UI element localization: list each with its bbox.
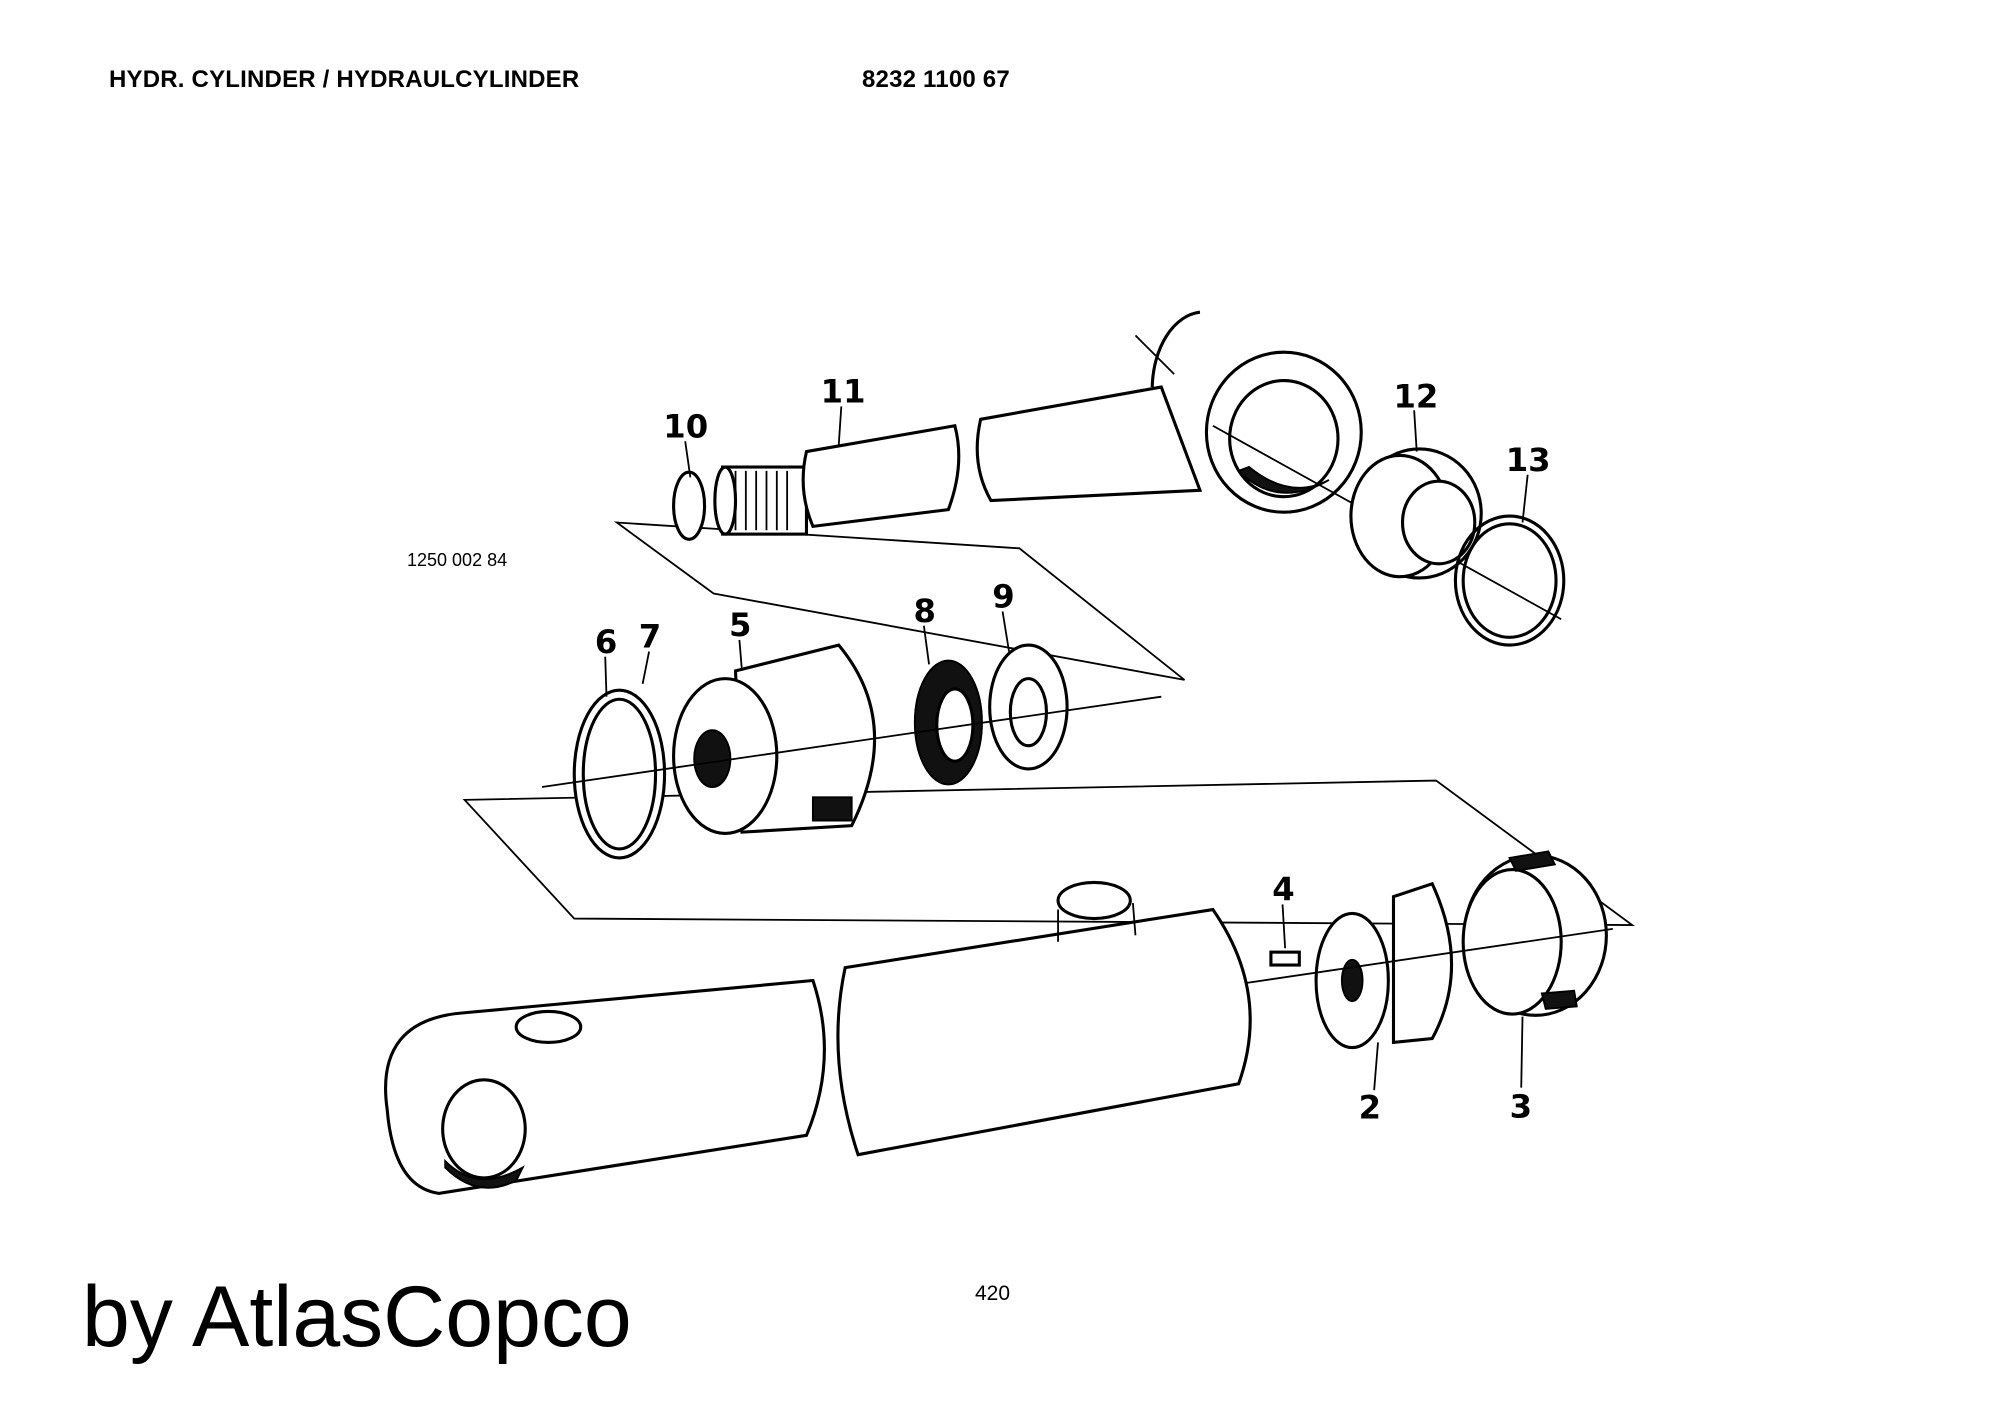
page-title: HYDR. CYLINDER / HYDRAULCYLINDER [109, 66, 580, 93]
screw-4 [1269, 950, 1301, 967]
plane-rod [613, 521, 1186, 681]
piston-5 [672, 643, 877, 835]
washer-9 [988, 643, 1069, 771]
callout-2: 2 [1359, 1089, 1381, 1127]
callout-7: 7 [639, 618, 661, 656]
cylinder-barrel [384, 880, 1252, 1195]
callout-3: 3 [1510, 1087, 1532, 1125]
end-cap-2 [1314, 881, 1453, 1050]
callout-6: 6 [595, 623, 617, 661]
piston-rod [672, 310, 1562, 621]
callout-13: 13 [1506, 441, 1551, 479]
part-number: 8232 1100 67 [862, 66, 1010, 93]
circlip-13 [1453, 514, 1566, 647]
callout-11: 11 [821, 373, 866, 411]
seal-8 [913, 659, 983, 786]
guide-ring-3 [1461, 850, 1608, 1017]
brand-footer: by AtlasCopco [82, 1269, 632, 1365]
callout-4: 4 [1272, 871, 1294, 909]
callout-10: 10 [663, 407, 708, 445]
callout-5: 5 [729, 606, 751, 644]
bushing-12 [1349, 447, 1483, 580]
callout-9: 9 [992, 578, 1014, 616]
callout-12: 12 [1393, 378, 1438, 416]
callout-8: 8 [914, 592, 936, 630]
drawing-reference-number: 1250 002 84 [407, 550, 508, 570]
page-number: 420 [975, 1282, 1011, 1305]
seal-6-7 [572, 688, 667, 860]
plane-piston [462, 779, 1635, 926]
